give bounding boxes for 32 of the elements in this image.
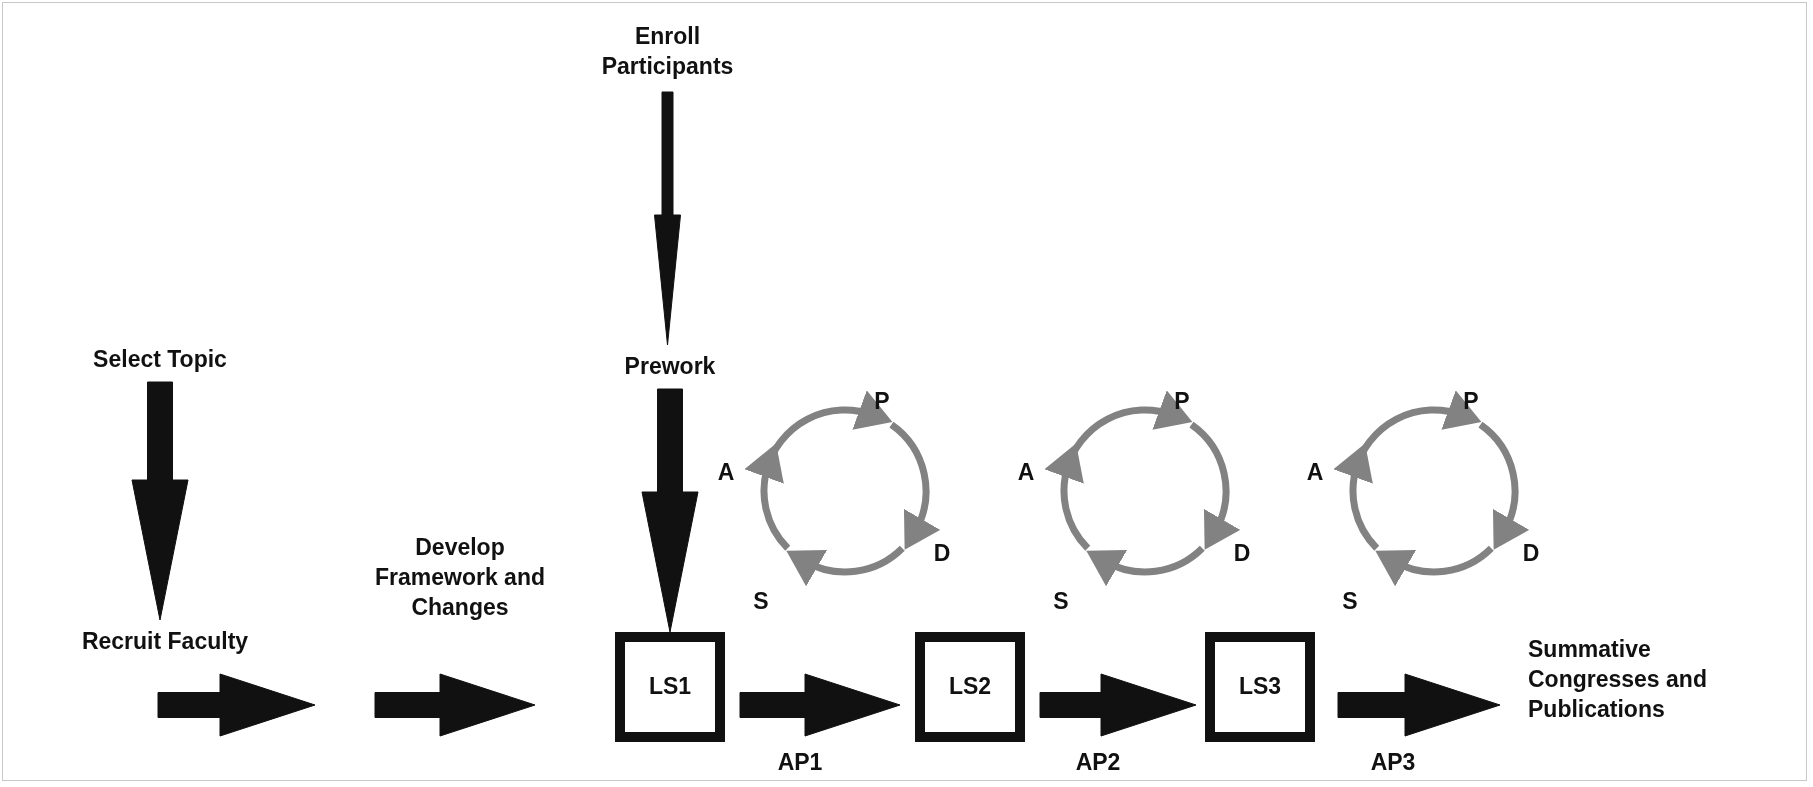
stage-box bbox=[615, 632, 725, 742]
cycle-step-letter: S bbox=[1342, 587, 1358, 615]
block-arrow bbox=[739, 673, 901, 737]
cycle-step-letter: D bbox=[1522, 539, 1540, 567]
step-label: Summative Congresses and Publications bbox=[1528, 635, 1708, 724]
block-arrow bbox=[157, 673, 316, 737]
step-label: Enroll Participants bbox=[600, 22, 735, 81]
stage-box bbox=[915, 632, 1025, 742]
step-label: LS1 bbox=[648, 672, 692, 702]
cycle-step-letter: A bbox=[1017, 458, 1035, 486]
block-arrow bbox=[1337, 673, 1501, 737]
cycle-step-letter: S bbox=[753, 587, 769, 615]
block-arrow bbox=[641, 388, 699, 633]
stage-box bbox=[1205, 632, 1315, 742]
block-arrow bbox=[654, 91, 681, 346]
cycle-step-letter: A bbox=[717, 458, 735, 486]
cycle-step-letter: D bbox=[1233, 539, 1251, 567]
cycle-step-letter: P bbox=[1463, 387, 1479, 415]
cycle-step-letter: P bbox=[874, 387, 890, 415]
step-label: Recruit Faculty bbox=[81, 627, 249, 657]
block-arrow bbox=[131, 381, 189, 621]
block-arrow bbox=[374, 673, 536, 737]
step-label: LS2 bbox=[948, 672, 992, 702]
step-label: Prework bbox=[624, 352, 716, 382]
block-arrow bbox=[1039, 673, 1197, 737]
cycle-step-letter: S bbox=[1053, 587, 1069, 615]
cycle-step-letter: P bbox=[1174, 387, 1190, 415]
cycle-step-letter: A bbox=[1306, 458, 1324, 486]
step-label: LS3 bbox=[1238, 672, 1282, 702]
step-label: Develop Framework and Changes bbox=[374, 533, 546, 622]
cycle-step-letter: D bbox=[933, 539, 951, 567]
step-label: Select Topic bbox=[93, 345, 227, 375]
